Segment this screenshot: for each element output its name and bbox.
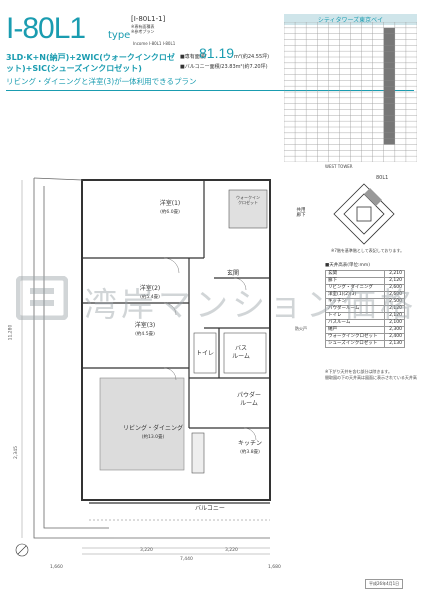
balcony-area: ■バルコニー面積/23.83m²(約7.20坪): [180, 64, 268, 70]
walkin-closet: [228, 189, 268, 229]
ceiling-notes: ※下がり天井を含む部分は除きます。 間取図の下の天井高は図面に表示されている天井…: [325, 369, 417, 381]
highlighted-unit: [383, 80, 395, 87]
area-value: 81.19: [199, 45, 235, 61]
dim-bottom-total: 7,440: [180, 557, 193, 562]
category-line: ※専有面積表: [131, 24, 155, 29]
room-entrance: 玄関: [226, 270, 239, 277]
header-rule: [6, 90, 414, 91]
room-kitchen: キッチン (約3.8畳): [237, 440, 262, 455]
plan-description: リビング・ダイニングと洋室(3)が一体利用できるプラン: [6, 77, 197, 86]
dim-left-mid: 2,345: [13, 446, 19, 459]
living-dining: [99, 377, 185, 471]
ceiling-room: ウォークインクロゼット: [324, 333, 386, 341]
room-toilet: トイレ: [195, 350, 214, 357]
room-walkin: ウォークイン クロゼット: [236, 195, 260, 205]
highlighted-unit: [383, 103, 395, 110]
ceiling-room: シューズインクロゼット: [324, 340, 386, 348]
highlighted-unit: [383, 51, 395, 57]
watermark: 湾岸マンション価格: [16, 270, 416, 330]
highlighted-unit: [383, 92, 395, 98]
building-edge: [33, 178, 114, 539]
highlighted-unit: [383, 62, 395, 69]
highlighted-unit: [383, 45, 395, 52]
room-western-2: 洋室(2) (約5.4畳): [139, 285, 161, 300]
variant-label: [I-80L1-1]: [131, 15, 166, 23]
issue-date: 平成26年4月1日: [365, 579, 404, 589]
room-bath: バス ルーム: [232, 345, 250, 360]
category-lines: ※専有面積表 ※参考プラン: [131, 24, 201, 34]
layout-code: 3LD·K+N(納戸)+2WIC(ウォークインクロゼット)+SIC(シューズイン…: [6, 53, 175, 73]
corridor-label: 共用廊下: [296, 208, 306, 218]
ceiling-note: ※下がり天井を含む部分は除きます。: [325, 369, 392, 374]
dim-outer-right: 1,680: [268, 565, 281, 570]
highlighted-unit: [383, 86, 395, 92]
tower-label: WEST TOWER: [325, 164, 353, 169]
floor-grid: [284, 22, 417, 162]
outer-wall: [81, 179, 271, 501]
dim-left-total: 11,280: [8, 324, 14, 341]
highlighted-unit: [383, 115, 395, 122]
key-plan: [333, 183, 395, 245]
highlighted-unit: [383, 74, 395, 81]
highlighted-unit: [383, 132, 395, 139]
dim-outer-left: 1,660: [50, 565, 63, 570]
highlighted-unit: [383, 127, 395, 133]
watermark-logo-icon: [16, 276, 68, 320]
dim-bottom-left: 3,220: [140, 548, 153, 553]
highlighted-unit: [383, 121, 395, 127]
area-label: ■専有面積/: [180, 54, 207, 60]
highlighted-unit: [383, 68, 395, 75]
highlighted-unit: [383, 109, 395, 116]
highlighted-unit: [383, 97, 395, 104]
room-balcony: バルコニー: [195, 505, 225, 512]
toilet-room: [193, 332, 217, 374]
watermark-text: 湾岸マンション価格: [84, 285, 417, 324]
building-title: シティタワーズ東京ベイ: [284, 14, 417, 25]
kitchen-counter: [191, 432, 205, 474]
ceiling-value: 2,400: [384, 333, 405, 341]
building-edge-inner: [43, 186, 109, 529]
highlighted-unit: [383, 39, 395, 46]
area-extra: m²(約24.55坪): [234, 54, 270, 60]
category-line: ※参考プラン: [131, 29, 155, 34]
north-arrow: [15, 543, 29, 557]
highlighted-unit: [383, 138, 395, 145]
key-plan-note: ※7階を基準階として表記しております。: [331, 248, 405, 253]
ceiling-heading: ■天井高表(単位:mm): [325, 263, 371, 268]
fire-door-label: 防火戸: [295, 326, 307, 331]
bathroom: [223, 332, 267, 374]
highlighted-unit: [383, 27, 395, 34]
floor-plan: [15, 177, 271, 557]
room-western-3: 洋室(3) (約4.5畳): [134, 322, 156, 337]
room-living: リビング・ダイニング (約13.0畳): [122, 425, 183, 440]
room-powder: パウダー ルーム: [236, 392, 261, 407]
highlighted-unit: [383, 57, 395, 63]
type-code: I-80L1: [6, 12, 86, 45]
highlighted-unit: [383, 33, 395, 40]
room-western-1: 洋室(1) (約6.0畳): [159, 200, 181, 215]
ceiling-value: 2,130: [384, 340, 405, 348]
subtype-label: Income I-80L1 I-80L1: [133, 41, 176, 46]
dim-bottom-right: 3,220: [225, 548, 238, 553]
ceiling-note: 間取図の下の天井高は図面に表示されている天井高: [325, 375, 417, 380]
type-word: type: [108, 30, 131, 41]
key-plan-unit: 80L1: [376, 175, 389, 181]
